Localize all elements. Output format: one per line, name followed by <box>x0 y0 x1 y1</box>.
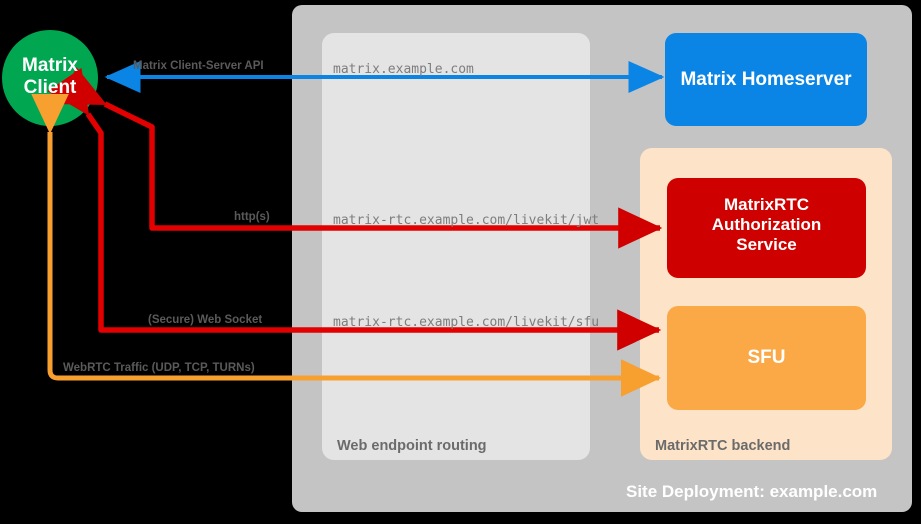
edge-webrtc-traffic[interactable] <box>31 94 662 397</box>
site-deployment-caption: Site Deployment: example.com <box>626 482 878 501</box>
endpoint-matrix-example-com: matrix.example.com <box>333 62 474 77</box>
edge-label-secure-web-socket: (Secure) Web Socket <box>148 314 263 326</box>
node-matrix-client[interactable] <box>2 30 98 126</box>
node-matrix-homeserver[interactable] <box>665 33 867 126</box>
edge-label-webrtc-traffic: WebRTC Traffic (UDP, TCP, TURNs) <box>63 362 255 374</box>
endpoint-livekit-jwt: matrix-rtc.example.com/livekit/jwt <box>333 213 600 228</box>
endpoint-livekit-sfu: matrix-rtc.example.com/livekit/sfu <box>333 315 600 330</box>
node-matrixrtc-authorization-service[interactable] <box>667 178 866 278</box>
zone-web-endpoint-routing <box>322 33 590 460</box>
node-sfu[interactable] <box>667 306 866 410</box>
zone-caption-web-endpoint-routing: Web endpoint routing <box>337 438 487 454</box>
zone-caption-matrixrtc-backend: MatrixRTC backend <box>655 438 791 454</box>
edge-label-https-jwt: http(s) <box>234 211 270 223</box>
edge-label-matrix-client-server-api: Matrix Client-Server API <box>133 60 264 72</box>
